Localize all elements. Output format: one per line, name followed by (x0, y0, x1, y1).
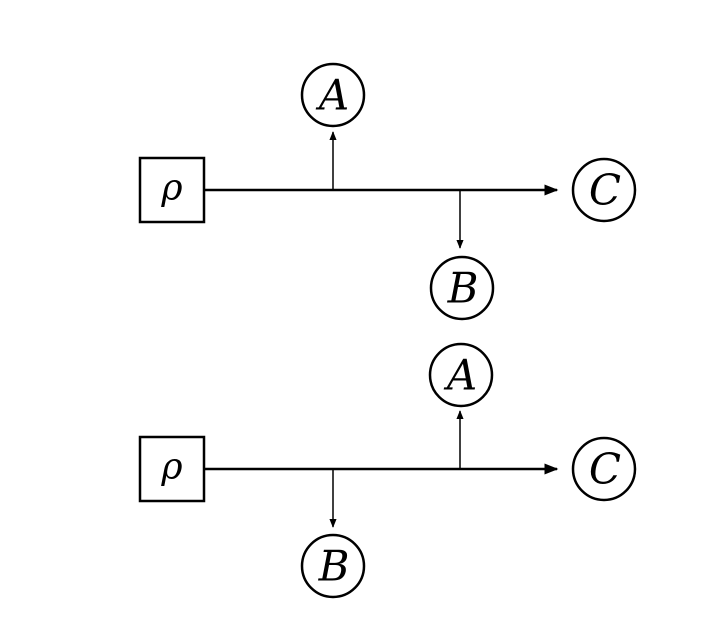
source-label: ρ (160, 168, 182, 209)
node-lower-label: B (447, 264, 479, 313)
source-box (138, 435, 206, 503)
node-upper-label: A (443, 351, 477, 400)
node-end (571, 157, 637, 223)
source-label: ρ (160, 447, 182, 488)
node-lower (429, 255, 495, 321)
node-end-label: C (589, 166, 621, 215)
node-upper (428, 342, 494, 408)
source-box (138, 156, 206, 224)
node-lower-label: B (318, 542, 350, 591)
diagram-2: ρ A B C (138, 342, 637, 599)
node-upper (300, 62, 366, 128)
diagram-1: ρ A B C (138, 62, 637, 321)
node-end (571, 436, 637, 502)
node-lower (300, 533, 366, 599)
node-end-label: C (589, 445, 621, 494)
node-upper-label: A (315, 71, 349, 120)
